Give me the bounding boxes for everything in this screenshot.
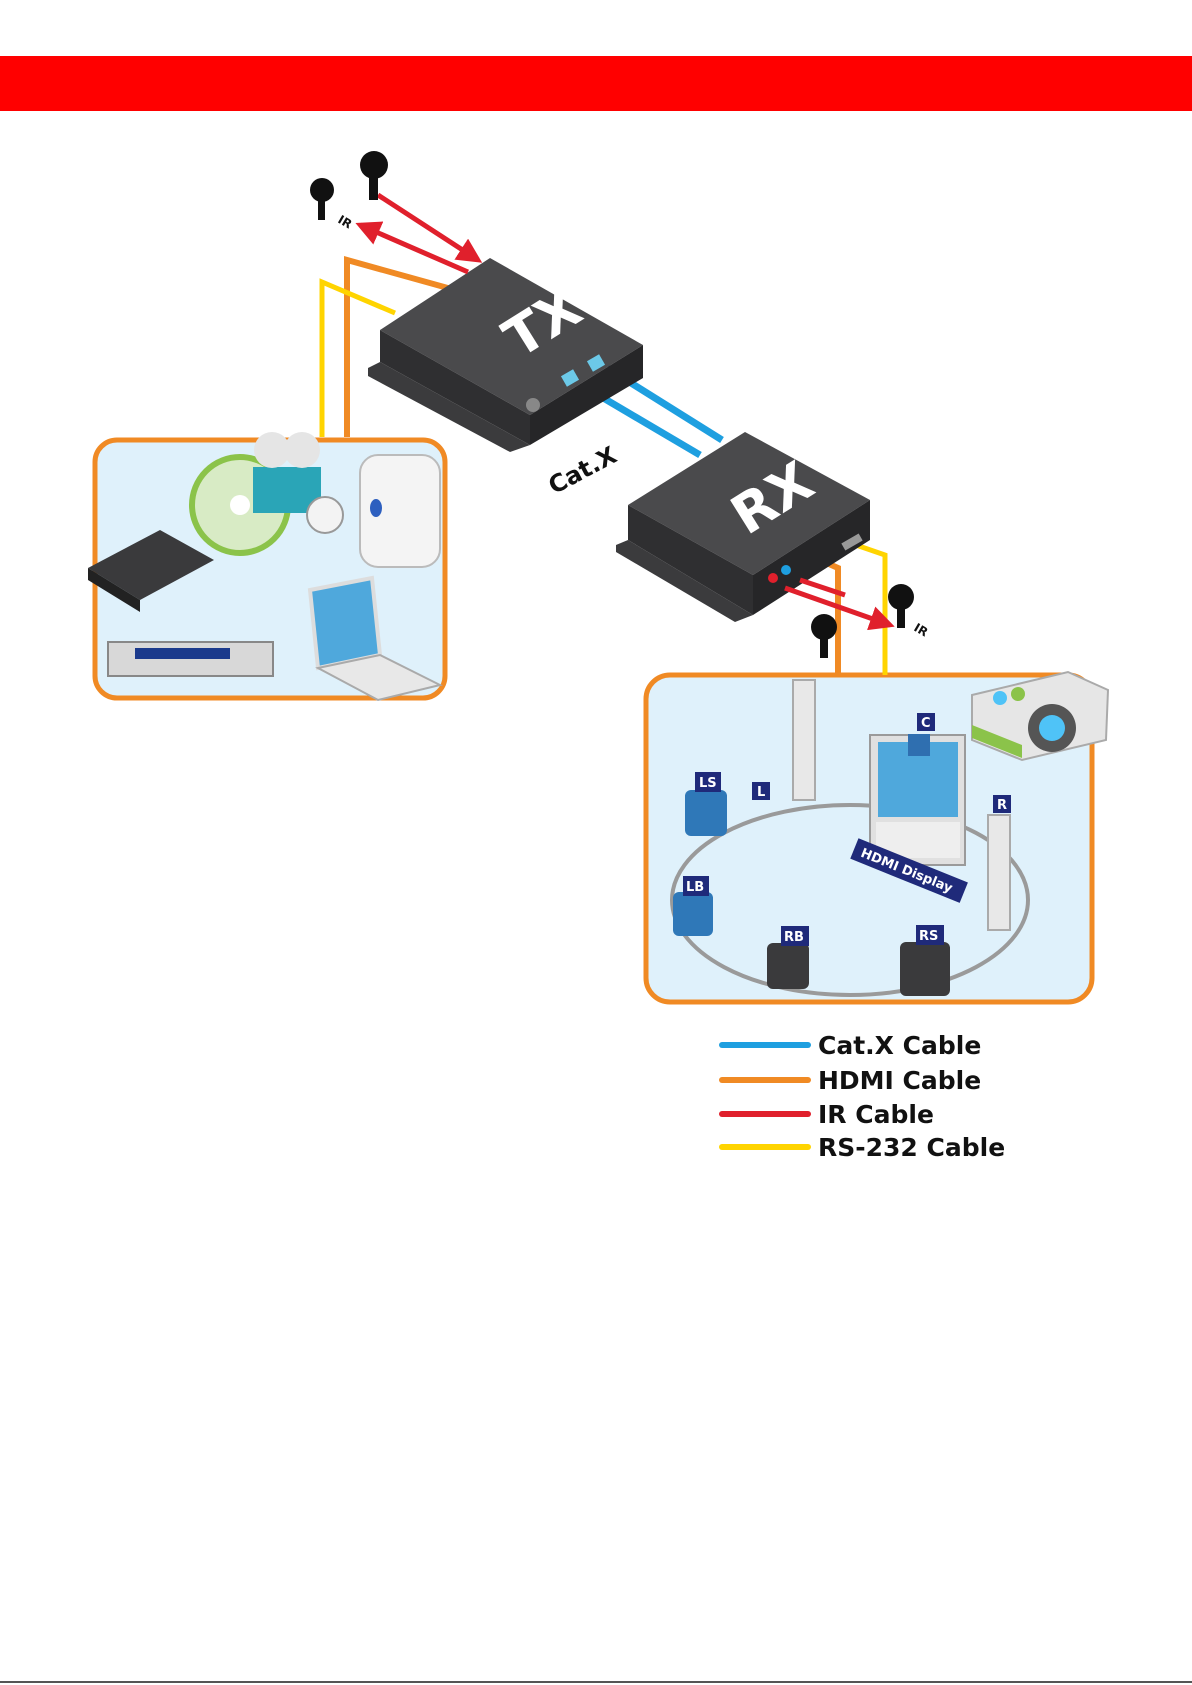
speaker-r-icon	[988, 815, 1010, 930]
ir-label-tx: IR	[336, 212, 355, 231]
speaker-c-icon	[908, 734, 930, 756]
legend-label-hdmi: HDMI Cable	[818, 1066, 981, 1095]
legend-label-ir: IR Cable	[818, 1100, 934, 1129]
speaker-tag-l: L	[757, 785, 765, 800]
ir-label-rx: IR	[912, 620, 931, 639]
speaker-l-icon	[793, 680, 815, 800]
speaker-tag-lb: LB	[686, 880, 704, 895]
legend-label-rs232: RS-232 Cable	[818, 1133, 1005, 1162]
catx-label: Cat.X	[544, 441, 622, 500]
page-bottom-rule	[0, 1681, 1192, 1683]
speaker-tag-rs: RS	[919, 929, 938, 944]
legend-label-catx: Cat.X Cable	[818, 1031, 981, 1060]
ir-signal-tx	[360, 195, 478, 272]
speaker-lb-icon	[673, 892, 713, 936]
speaker-rs-icon	[900, 942, 950, 996]
speaker-rb-icon	[767, 943, 809, 989]
tx-box: TX	[368, 258, 643, 452]
speaker-tag-rb: RB	[784, 930, 804, 945]
rx-box: RX	[616, 432, 870, 622]
mac-pro-icon	[360, 455, 440, 567]
speaker-tag-ls: LS	[699, 776, 717, 791]
speaker-ls-icon	[685, 790, 727, 836]
av-receiver-icon	[108, 642, 273, 676]
ir-receiver-icon	[811, 584, 914, 658]
rs232-cable-rx	[856, 545, 885, 675]
ir-emitter-icon	[310, 151, 388, 220]
speaker-tag-c: C	[921, 716, 931, 731]
speaker-tag-r: R	[997, 798, 1007, 813]
legend: Cat.X Cable HDMI Cable IR Cable RS-232 C…	[722, 1031, 1005, 1162]
